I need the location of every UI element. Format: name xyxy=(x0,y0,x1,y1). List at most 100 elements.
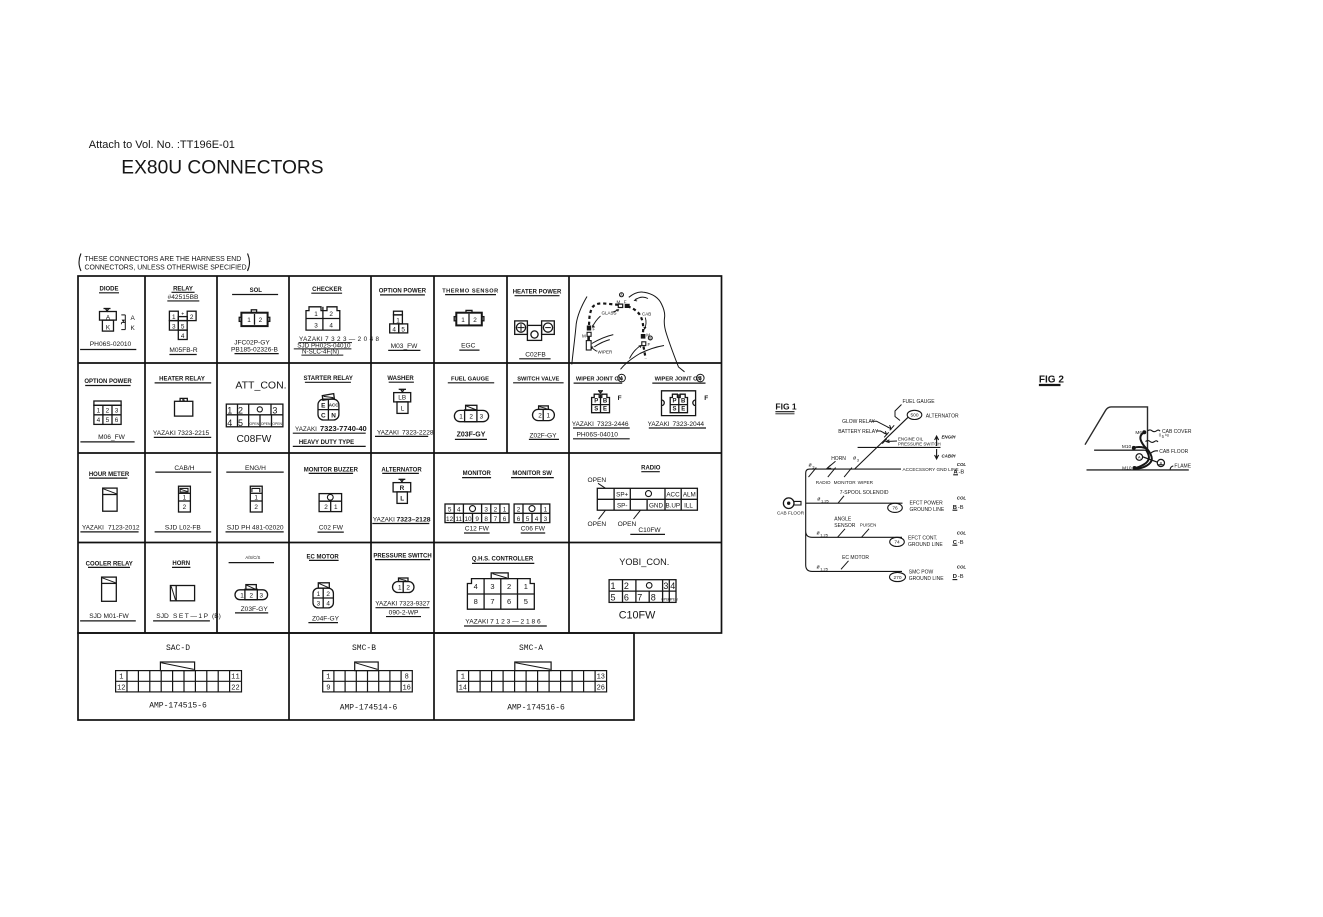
svg-text:EFCT POWER: EFCT POWER xyxy=(910,501,944,507)
svg-text:1: 1 xyxy=(326,674,330,682)
svg-text:E: E xyxy=(681,407,685,413)
svg-text:ACC: ACC xyxy=(329,402,339,407)
svg-text:3: 3 xyxy=(314,323,318,330)
svg-text:76: 76 xyxy=(892,506,898,512)
svg-text:FIG 2: FIG 2 xyxy=(1039,375,1064,386)
svg-text:CAB COVER: CAB COVER xyxy=(1162,429,1192,435)
svg-text:4: 4 xyxy=(535,516,539,523)
svg-text:BATTERY RELAY: BATTERY RELAY xyxy=(838,429,879,435)
svg-text:3: 3 xyxy=(172,323,176,330)
svg-text:Q.H.S. CONTROLLER: Q.H.S. CONTROLLER xyxy=(472,556,534,562)
svg-text:PH06S-02010: PH06S-02010 xyxy=(90,341,132,348)
svg-text:2: 2 xyxy=(238,405,243,415)
svg-text:AMP-174514-6: AMP-174514-6 xyxy=(340,704,398,713)
svg-text:K: K xyxy=(106,325,111,332)
svg-text:2: 2 xyxy=(254,504,258,511)
svg-text:6: 6 xyxy=(115,417,119,424)
svg-text:11: 11 xyxy=(455,516,462,523)
svg-text:2: 2 xyxy=(329,311,333,318)
svg-text:OPEN: OPEN xyxy=(272,422,282,426)
svg-text:16: 16 xyxy=(402,684,410,692)
svg-text:2: 2 xyxy=(326,591,330,598)
svg-text:26: 26 xyxy=(597,684,605,692)
svg-text:C06 FW: C06 FW xyxy=(521,526,546,533)
svg-text:Z04F-GY: Z04F-GY xyxy=(312,616,340,623)
svg-text:1: 1 xyxy=(97,408,101,415)
svg-text:1.25: 1.25 xyxy=(821,498,830,503)
svg-text:4: 4 xyxy=(227,418,232,428)
svg-text:10: 10 xyxy=(464,516,472,523)
svg-text:1: 1 xyxy=(247,317,251,324)
svg-text:D: D xyxy=(953,574,957,580)
svg-text:AMP-174515-6: AMP-174515-6 xyxy=(149,702,207,711)
svg-text:F: F xyxy=(593,327,596,332)
svg-text:3: 3 xyxy=(317,601,321,608)
svg-text:SJD: SJD xyxy=(156,613,169,620)
svg-text:M10: M10 xyxy=(1122,444,1132,450)
svg-text:2: 2 xyxy=(469,414,473,421)
svg-text:3: 3 xyxy=(812,464,815,469)
svg-text:CHECKER: CHECKER xyxy=(312,287,342,293)
svg-text:Z03F-GY: Z03F-GY xyxy=(241,606,269,613)
svg-text:GROUND LINE: GROUND LINE xyxy=(908,542,943,548)
svg-text:1.25: 1.25 xyxy=(820,566,829,571)
svg-text:3: 3 xyxy=(544,516,548,523)
svg-text:4: 4 xyxy=(97,417,101,424)
svg-text:M10: M10 xyxy=(1122,466,1132,472)
svg-text:PU/SEN: PU/SEN xyxy=(860,523,876,528)
svg-text:3: 3 xyxy=(115,408,119,415)
svg-text:3: 3 xyxy=(480,414,484,421)
svg-text:2: 2 xyxy=(250,593,254,600)
svg-text:A/S/C/S: A/S/C/S xyxy=(245,555,260,560)
svg-text:-B: -B xyxy=(958,574,964,580)
svg-text:9: 9 xyxy=(475,516,479,523)
svg-text:HOUR METER: HOUR METER xyxy=(89,472,130,478)
svg-text:OPEN: OPEN xyxy=(661,597,671,601)
svg-text:1: 1 xyxy=(119,674,123,682)
svg-text:COL: COL xyxy=(957,565,967,570)
svg-text:M: M xyxy=(646,332,650,337)
svg-text:SJD PH02S-04010: SJD PH02S-04010 xyxy=(297,342,351,349)
svg-text:MONITOR: MONITOR xyxy=(463,471,492,477)
svg-text:FUEL GAUGE: FUEL GAUGE xyxy=(903,399,936,405)
svg-text:1: 1 xyxy=(547,413,551,420)
svg-text:7323-2044: 7323-2044 xyxy=(673,421,705,428)
svg-text:4: 4 xyxy=(670,581,675,591)
svg-text:2: 2 xyxy=(406,585,410,592)
svg-text:SP+: SP+ xyxy=(616,491,628,498)
svg-text:EFCT CONT.: EFCT CONT. xyxy=(908,535,937,541)
svg-text:8: 8 xyxy=(651,593,656,603)
svg-text:12: 12 xyxy=(446,516,454,523)
svg-text:F: F xyxy=(648,342,651,347)
svg-text:B: B xyxy=(649,336,652,340)
svg-text:WIPER: WIPER xyxy=(598,349,614,354)
svg-text:A: A xyxy=(131,315,136,322)
svg-text:WASHER: WASHER xyxy=(387,376,414,382)
svg-text:1: 1 xyxy=(461,674,465,682)
svg-text:7: 7 xyxy=(490,597,494,606)
svg-text:1: 1 xyxy=(240,593,244,600)
svg-text:SOL: SOL xyxy=(250,288,263,294)
svg-text:3: 3 xyxy=(272,405,277,415)
svg-text:L: L xyxy=(401,405,405,412)
svg-text:LB: LB xyxy=(398,395,406,402)
svg-text:7123-2012: 7123-2012 xyxy=(108,524,140,531)
svg-text:4: 4 xyxy=(457,506,461,513)
svg-text:S: S xyxy=(672,407,676,413)
svg-text:2: 2 xyxy=(106,408,110,415)
svg-text:3: 3 xyxy=(484,506,488,513)
svg-text:SAC-D: SAC-D xyxy=(166,644,190,653)
svg-text:K: K xyxy=(131,325,136,332)
svg-text:YAZAKI 7 1 2 3 — 2 1 8 6: YAZAKI 7 1 2 3 — 2 1 8 6 xyxy=(465,618,541,625)
svg-text:12: 12 xyxy=(117,684,125,692)
svg-text:Z02F-GY: Z02F-GY xyxy=(529,433,557,440)
svg-text:B: B xyxy=(699,376,703,382)
svg-text:5: 5 xyxy=(524,597,528,606)
svg-text:OPEN: OPEN xyxy=(588,477,607,484)
svg-text:SMC POW: SMC POW xyxy=(909,570,934,576)
svg-text:3: 3 xyxy=(663,581,668,591)
svg-text:B: B xyxy=(953,505,957,511)
svg-text:14: 14 xyxy=(459,684,467,692)
svg-text:5: 5 xyxy=(1162,434,1165,439)
svg-text:A: A xyxy=(620,376,624,382)
